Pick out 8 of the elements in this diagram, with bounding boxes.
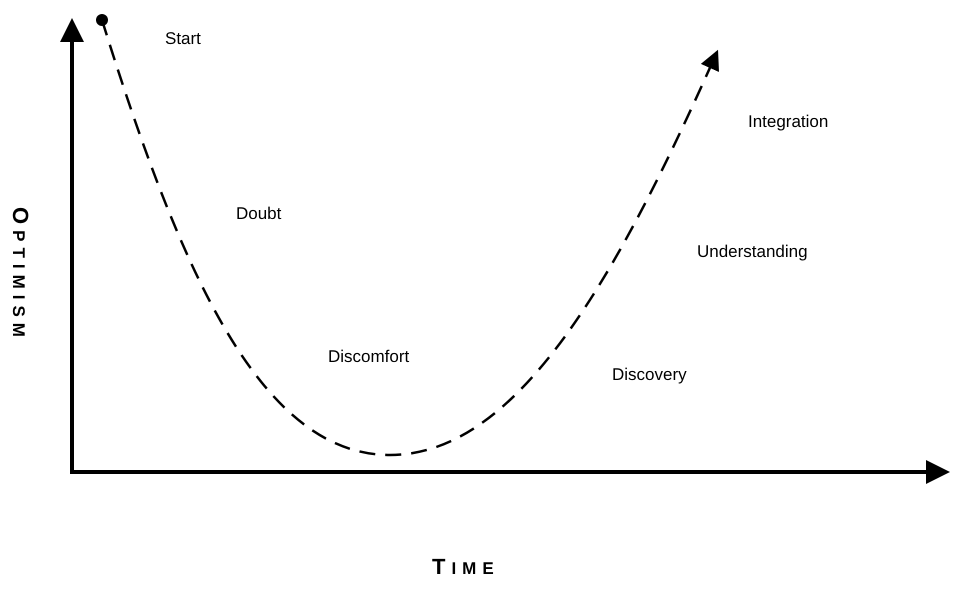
stage-label: Start bbox=[165, 30, 201, 47]
x-axis-title: TIME bbox=[432, 556, 500, 578]
y-axis-title: OPTIMISM bbox=[9, 207, 31, 343]
stage-label: Discomfort bbox=[328, 348, 410, 365]
stage-label: Understanding bbox=[697, 243, 808, 260]
stage-label: Integration bbox=[748, 113, 828, 130]
stage-label: Doubt bbox=[236, 205, 282, 222]
stage-label: Discovery bbox=[612, 366, 687, 383]
